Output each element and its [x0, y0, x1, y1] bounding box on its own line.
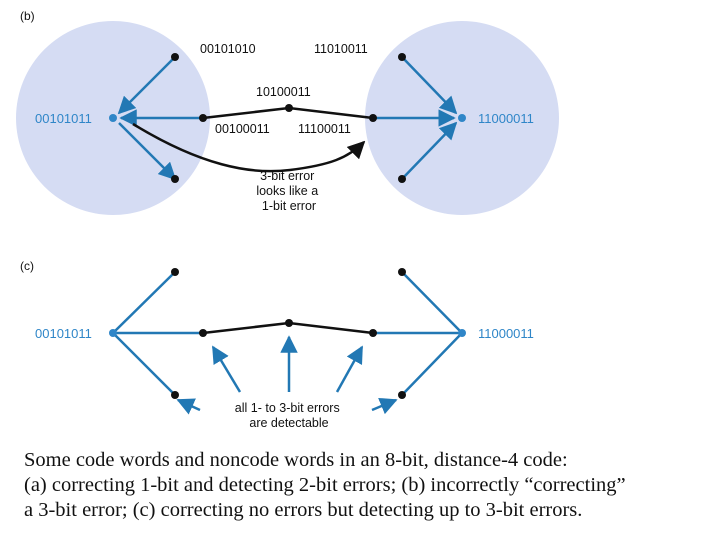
- arrow-b-left-top: [117, 56, 176, 115]
- word-label-top-left: 00101010: [200, 42, 256, 56]
- hamming-distance-diagram: (b) 00101011 11000011 00101010 11010011 …: [16, 9, 559, 430]
- error-note-b-line: 3-bit error: [260, 169, 314, 183]
- arrow-b-left-bottom: [118, 122, 177, 181]
- error-note-b: 3-bit error looks like a 1-bit error: [256, 169, 321, 213]
- codeword-label-left: 00101011: [35, 326, 92, 341]
- line-c-right-top: [401, 271, 463, 334]
- word-label-center-left: 00100011: [215, 122, 270, 136]
- arc-3bit-error: [132, 122, 366, 173]
- noncode-dot: [398, 175, 406, 183]
- detect-arrow-2: [211, 345, 242, 393]
- caption-line: Some code words and noncode words in an …: [24, 449, 568, 471]
- detect-arrow-1: [176, 398, 201, 415]
- line-c-left-bottom: [112, 332, 176, 396]
- panel-b-label: (b): [20, 9, 35, 23]
- error-note-b-line: 1-bit error: [262, 199, 316, 213]
- noncode-dot: [171, 175, 179, 183]
- caption-line: a 3-bit error; (c) correcting no errors …: [24, 499, 583, 521]
- detect-note-c-line: all 1- to 3-bit errors: [235, 401, 340, 415]
- codeword-label-left: 00101011: [35, 111, 92, 126]
- noncode-dot: [369, 114, 377, 122]
- panel-b: (b) 00101011 11000011 00101010 11010011 …: [16, 9, 559, 215]
- word-label-top-right: 11010011: [314, 42, 368, 56]
- noncode-dot: [171, 268, 179, 276]
- noncode-dot: [398, 268, 406, 276]
- figure-caption: Some code words and noncode words in an …: [24, 448, 714, 523]
- line-c-right-bottom: [401, 332, 463, 396]
- detect-note-c: all 1- to 3-bit errors are detectable: [235, 401, 343, 430]
- arrow-b-right-bottom: [401, 121, 458, 180]
- noncode-dot: [171, 391, 179, 399]
- word-label-center-top: 10100011: [256, 85, 311, 99]
- detect-note-c-line: are detectable: [249, 416, 328, 430]
- codeword-dot-right: [458, 114, 466, 122]
- noncode-dot: [199, 329, 207, 337]
- error-note-b-line: looks like a: [256, 184, 318, 198]
- codeword-dot-right: [458, 329, 466, 337]
- detect-arrow-4: [335, 345, 364, 393]
- codeword-label-right: 11000011: [478, 326, 534, 341]
- caption-line: (a) correcting 1-bit and detecting 2-bit…: [24, 474, 626, 496]
- line-c-left-top: [112, 271, 176, 334]
- panel-c: (c) 00101011 11000011 all 1- to 3-bit e: [20, 259, 534, 430]
- arrow-b-right-top: [401, 56, 458, 115]
- noncode-dot: [369, 329, 377, 337]
- noncode-dot: [171, 53, 179, 61]
- noncode-dot: [199, 114, 207, 122]
- noncode-dot: [285, 319, 293, 327]
- codeword-dot-left: [109, 114, 117, 122]
- panel-c-label: (c): [20, 259, 34, 273]
- noncode-dot: [285, 104, 293, 112]
- noncode-dot: [398, 391, 406, 399]
- detect-arrow-5: [371, 397, 398, 415]
- codeword-label-right: 11000011: [478, 111, 534, 126]
- word-label-center-right: 11100011: [298, 122, 351, 136]
- codeword-dot-left: [109, 329, 117, 337]
- noncode-dot: [398, 53, 406, 61]
